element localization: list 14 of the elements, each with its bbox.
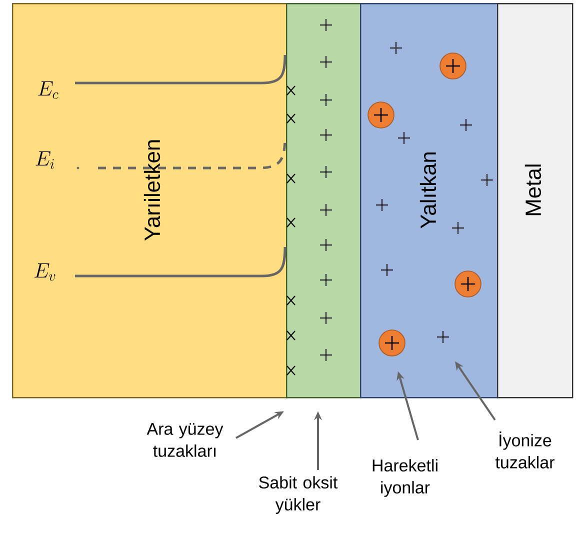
layer-label: Yalıtkan — [420, 152, 436, 228]
layer-label: Metal — [524, 164, 542, 216]
energy-level-label: $E_i$ — [36, 151, 54, 169]
annotation-text: Ara yüzey tuzakları — [146, 423, 224, 457]
annotation-text: İyonize tuzaklar — [496, 432, 554, 468]
metal-layer — [497, 3, 574, 398]
energy-level-label: $E_c$ — [38, 81, 58, 99]
annotation-text: Sabit oksit yükler — [259, 476, 338, 514]
energy-level-label: $E_v$ — [34, 263, 56, 281]
insulator-layer — [360, 3, 498, 398]
oxide-layer — [286, 3, 362, 398]
layer-label: Yarıiletken — [144, 140, 160, 241]
annotation-text: Hareketli iyonlar — [372, 459, 438, 497]
semiconductor-layer — [12, 3, 288, 398]
